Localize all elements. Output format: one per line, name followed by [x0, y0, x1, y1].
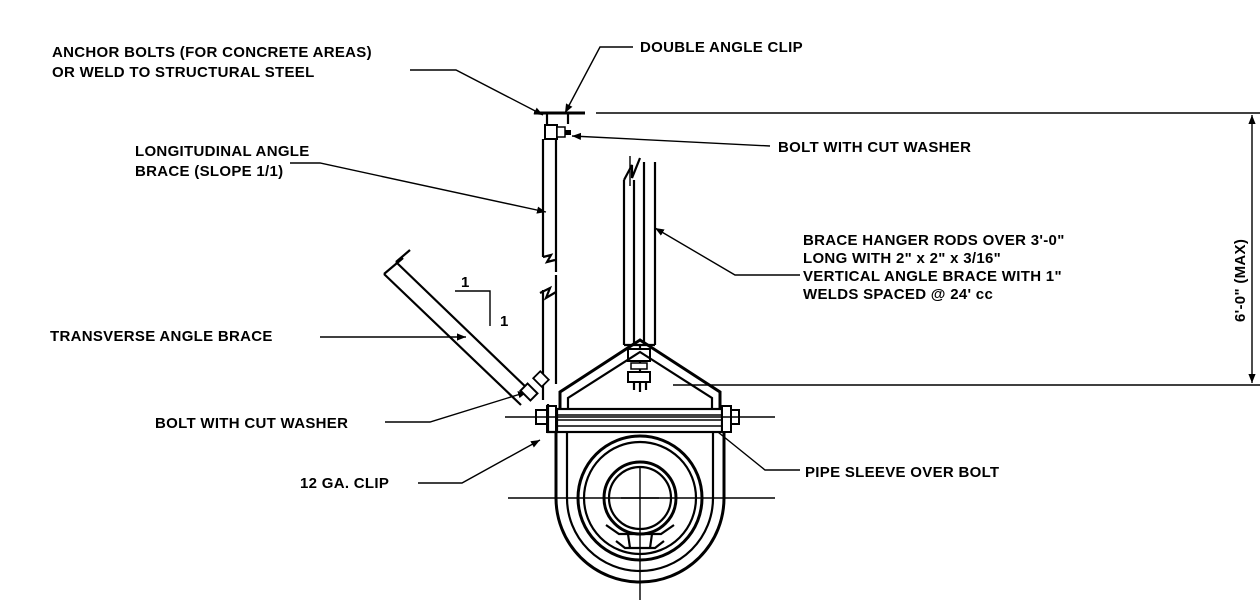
transverse-brace-label: TRANSVERSE ANGLE BRACE — [50, 328, 273, 345]
bolt-top-label: BOLT WITH CUT WASHER — [778, 139, 971, 156]
clip-12ga — [546, 404, 556, 434]
transverse-angle-brace — [383, 249, 551, 406]
longitudinal-angle-brace — [539, 139, 558, 400]
slope-rise-label: 1 — [500, 313, 509, 330]
longitudinal-brace-label-line1: LONGITUDINAL ANGLE — [135, 143, 310, 160]
clip-12ga-label: 12 GA. CLIP — [300, 475, 389, 492]
top-bolt — [544, 124, 558, 140]
brace-hanger-leader — [654, 227, 800, 276]
brace-hanger-label-line4: WELDS SPACED @ 24' cc — [803, 286, 993, 303]
centerlines — [505, 416, 775, 600]
double-angle-clip-leader — [564, 46, 633, 114]
pipe-sleeve-label: PIPE SLEEVE OVER BOLT — [805, 464, 999, 481]
longitudinal-brace-leader — [290, 162, 547, 214]
leader-lines — [290, 46, 800, 484]
brace-hanger-label-line2: LONG WITH 2" x 2" x 3/16" — [803, 250, 1001, 267]
dimension-label: 6'-0" (MAX) — [1232, 239, 1249, 322]
slope-triangle — [455, 290, 491, 326]
double-angle-clip-label: DOUBLE ANGLE CLIP — [640, 39, 803, 56]
anchor-bolts-leader — [410, 69, 544, 116]
bolt-top-leader — [571, 132, 771, 147]
rod-nuts — [627, 345, 651, 392]
slope-run-label: 1 — [461, 274, 470, 291]
clip-12ga-leader — [418, 439, 541, 484]
pipe-sleeve — [555, 407, 724, 434]
brace-hanger-label-line3: VERTICAL ANGLE BRACE WITH 1" — [803, 268, 1062, 285]
anchor-bolts-label-line1: ANCHOR BOLTS (FOR CONCRETE AREAS) — [52, 44, 372, 61]
bolt-bottom-label: BOLT WITH CUT WASHER — [155, 415, 348, 432]
dimension-6ft — [596, 112, 1260, 386]
anchor-bolts-label-line2: OR WELD TO STRUCTURAL STEEL — [52, 64, 315, 81]
longitudinal-brace-label-line2: BRACE (SLOPE 1/1) — [135, 163, 283, 180]
brace-hanger-label-line1: BRACE HANGER RODS OVER 3'-0" — [803, 232, 1065, 249]
structure — [383, 111, 740, 584]
bolt-bottom-leader — [385, 391, 528, 423]
vertical-angle-brace — [622, 156, 657, 347]
